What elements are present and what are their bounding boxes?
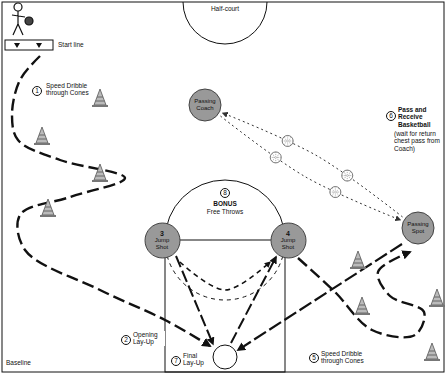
step-label: Final Lay-Up — [183, 352, 211, 367]
callout-number: 8 — [220, 188, 230, 198]
cone — [40, 199, 56, 217]
basket — [213, 345, 237, 369]
callout-number: 1 — [32, 86, 42, 96]
lane — [165, 240, 285, 372]
cone — [350, 251, 366, 269]
jump-shot-path — [176, 256, 213, 344]
station-label: Passing Coach — [191, 98, 219, 111]
station-label: Jump Shot — [148, 237, 176, 250]
callout-number: 7 — [171, 356, 181, 366]
station-text: Passing Spot — [404, 221, 432, 234]
start-line-box — [5, 40, 53, 50]
station-number: 4 — [286, 230, 290, 238]
cone — [92, 164, 108, 182]
cone — [92, 89, 108, 107]
cone — [424, 343, 440, 361]
station-number: 3 — [160, 230, 164, 238]
court-label: Half-court — [195, 5, 255, 12]
station-circle: Passing Coach — [188, 88, 222, 122]
station-circle: 3Jump Shot — [144, 222, 181, 259]
center-circle — [183, 2, 267, 44]
step-label: BONUS — [200, 200, 250, 207]
station-circle: 4Jump Shot — [270, 222, 307, 259]
free-throw-arc — [165, 180, 285, 240]
layup-path-final — [238, 244, 402, 350]
step-label: Speed Dribble through Cones — [46, 82, 92, 97]
basketball — [342, 170, 353, 181]
step-note: (wait for return chest pass from Coach) — [394, 130, 442, 152]
station-label: Jump Shot — [274, 237, 302, 250]
basketball — [330, 187, 341, 198]
callout-number: 5 — [309, 353, 319, 363]
cone — [34, 127, 50, 145]
basketball — [282, 135, 293, 146]
callout-number: 6 — [386, 111, 396, 121]
basketball — [270, 152, 281, 163]
station-text: Passing Coach — [191, 98, 219, 111]
dribble-path-right — [298, 252, 425, 337]
station-text: 4Jump Shot — [274, 230, 302, 251]
free-throw-arc-dashed — [165, 240, 285, 300]
step-label: Speed Dribble through Cones — [321, 350, 383, 365]
station-text: 3Jump Shot — [148, 230, 176, 251]
cone — [354, 297, 370, 315]
jump-shot-path — [231, 257, 276, 343]
station-label: Passing Spot — [404, 221, 432, 234]
jump-shot-path-dashed — [180, 262, 270, 290]
cone — [429, 289, 445, 307]
station-circle: Passing Spot — [401, 211, 435, 245]
step-label: Opening Lay-Up — [133, 331, 165, 346]
start-label: Start line — [58, 41, 102, 48]
player-figure — [12, 3, 33, 35]
dribble-path-left — [12, 56, 210, 346]
callout-number: 2 — [121, 335, 131, 345]
step-label: Free Throws — [195, 208, 255, 215]
court-label: Baseline — [6, 359, 50, 366]
step-label: Pass and Receive Basketball — [398, 106, 442, 128]
